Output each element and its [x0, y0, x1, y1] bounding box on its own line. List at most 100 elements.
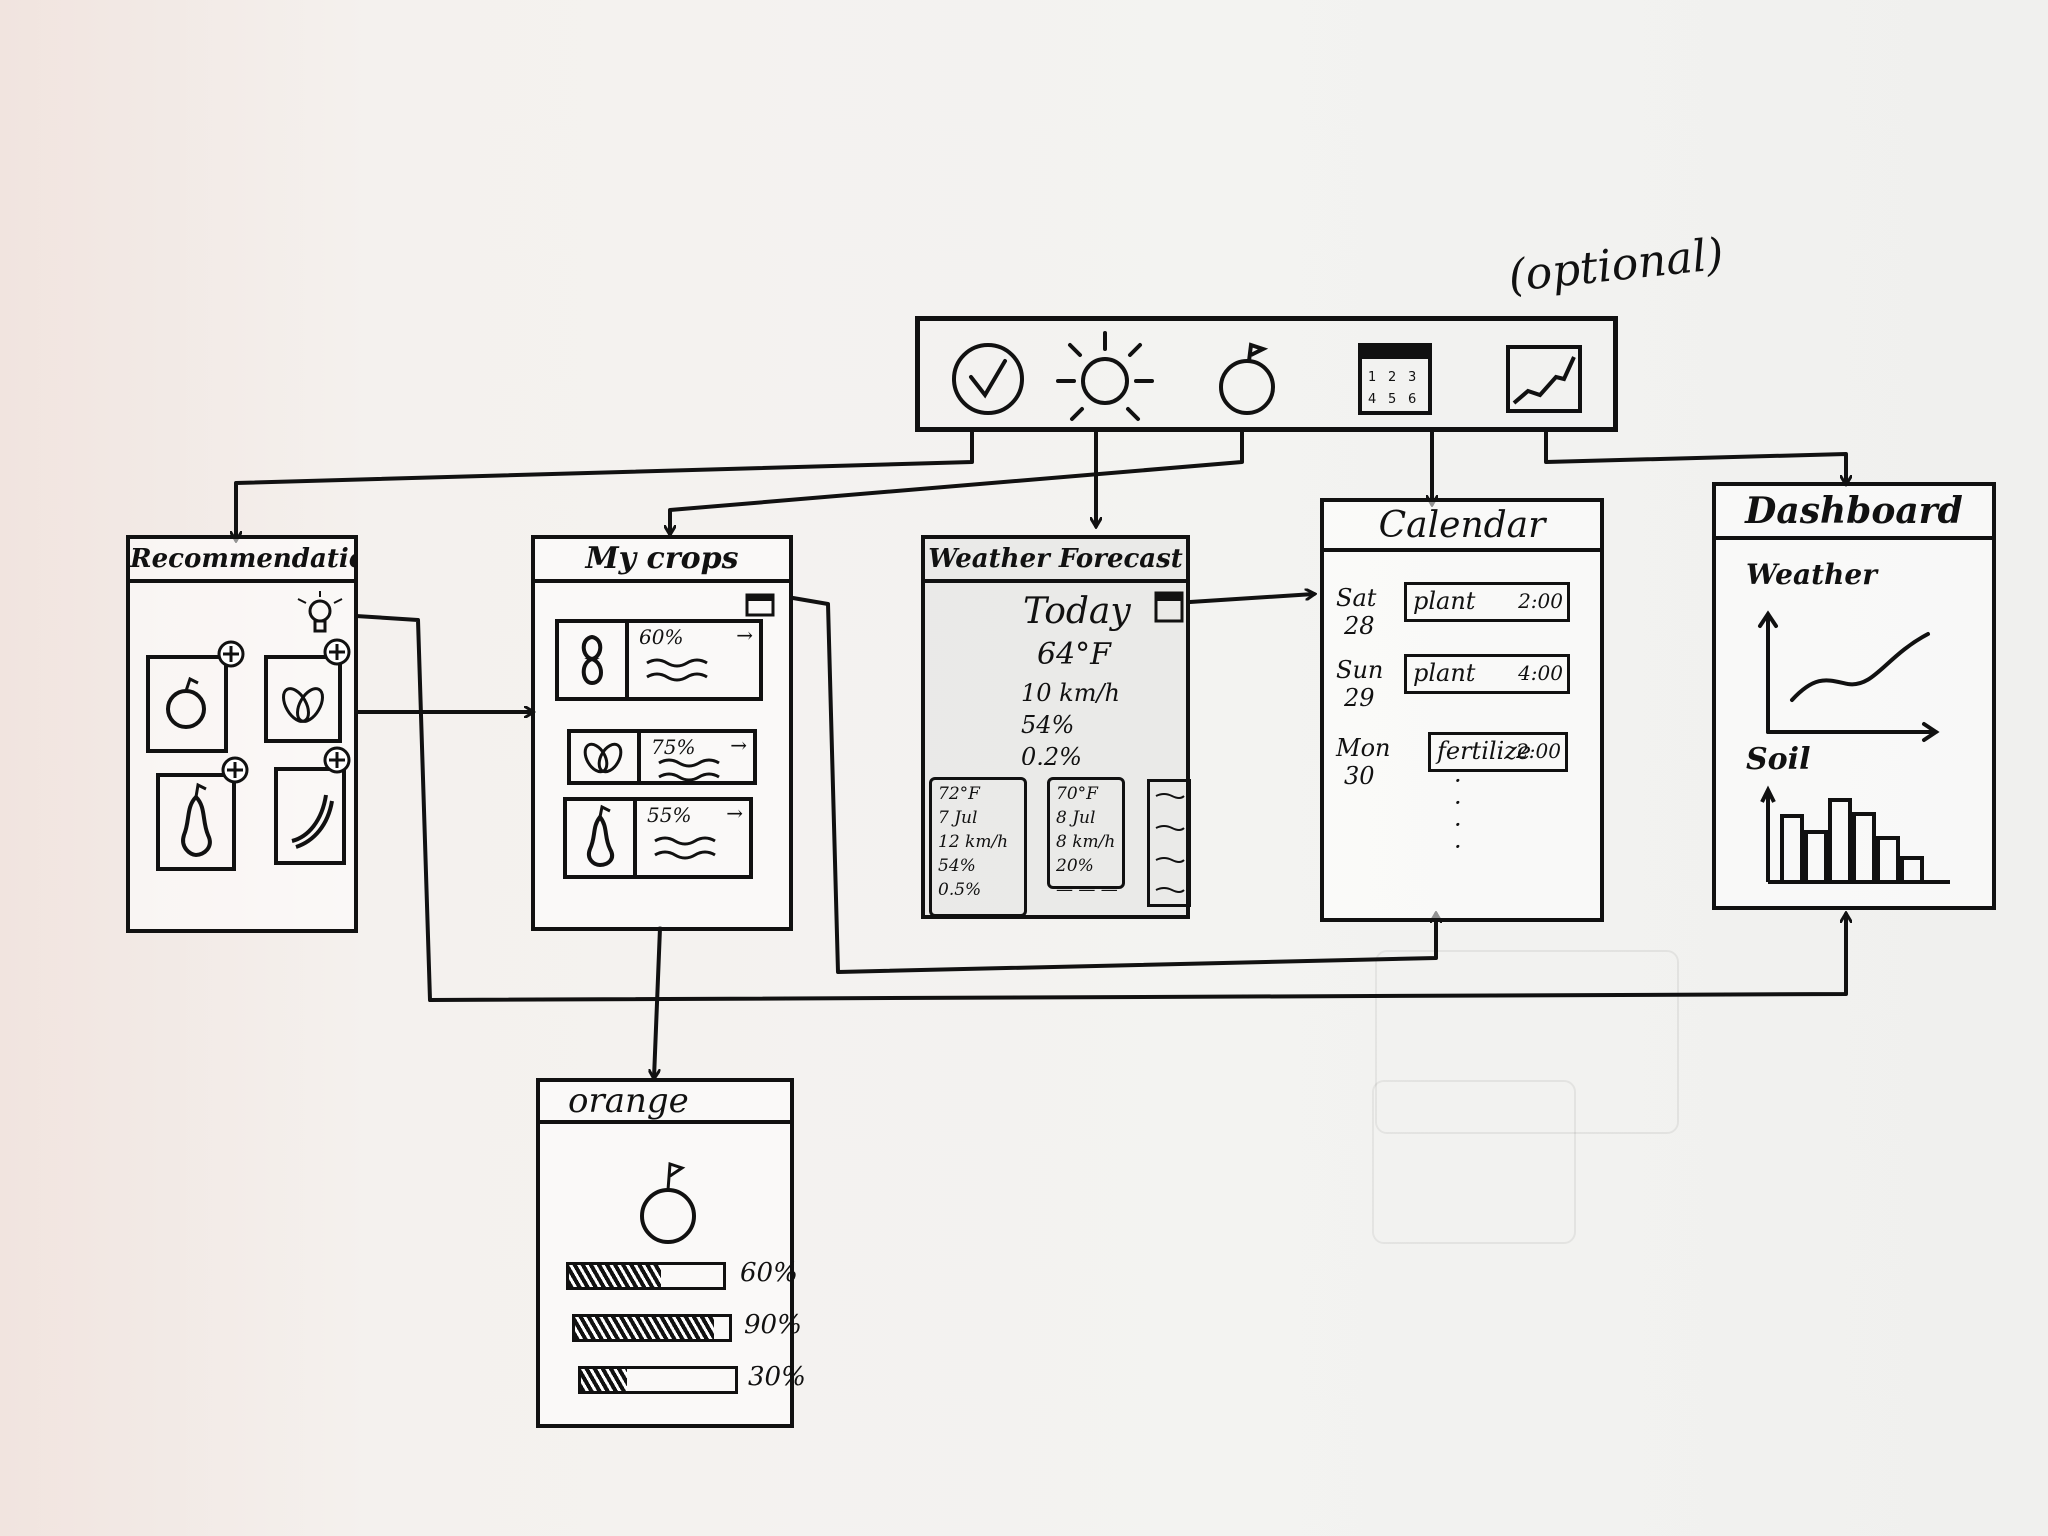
calendar-event-task: plant	[1413, 659, 1476, 687]
recommendation-tile-pear[interactable]	[156, 773, 236, 871]
svg-text:5: 5	[1388, 392, 1396, 407]
calendar-event-task: fertilize	[1437, 737, 1532, 765]
add-icon[interactable]	[322, 637, 352, 667]
leaf-icon	[282, 687, 324, 723]
calendar-event-time: 4:00	[1518, 661, 1563, 685]
progress-bar-label: 90%	[744, 1310, 802, 1340]
orange-icon	[166, 676, 206, 729]
weather-today-humidity: 54%	[1021, 711, 1075, 739]
crop-row[interactable]: 55% →	[563, 797, 753, 879]
my-crops-title: My crops	[535, 539, 789, 583]
weather-day-rain: 0.5%	[938, 880, 982, 900]
weather-day-date: 8 Jul	[1056, 808, 1096, 828]
weather-today-rain: 0.2%	[1021, 743, 1082, 765]
orange-icon	[640, 1161, 696, 1244]
weather-title: Weather Forecast	[925, 539, 1186, 583]
weather-day-card[interactable]	[1147, 779, 1191, 907]
add-icon[interactable]	[322, 745, 352, 775]
crop-progress-value: 60%	[639, 625, 684, 649]
add-icon[interactable]	[220, 755, 250, 785]
lightbulb-icon	[297, 591, 343, 633]
calendar-title: Calendar	[1324, 502, 1600, 552]
weather-today-label: Today	[1023, 591, 1131, 632]
weather-day-wind: 12 km/h	[938, 832, 1009, 852]
dashboard-screen: Dashboard Weather Soil	[1712, 482, 1996, 910]
weather-day-date: 7 Jul	[938, 808, 978, 828]
check-icon[interactable]	[943, 339, 1033, 419]
leaf-icon	[571, 733, 641, 781]
svg-text:2: 2	[1388, 370, 1396, 385]
svg-text:4: 4	[1368, 392, 1376, 407]
calendar-date: 28	[1344, 612, 1375, 640]
wavy-lines	[658, 758, 720, 782]
calendar-icon[interactable]	[1153, 589, 1185, 625]
recommendations-title: Recommendatio	[130, 539, 354, 583]
calendar-day: Sun	[1336, 656, 1384, 684]
recommendation-tile-banana[interactable]	[274, 767, 346, 865]
erased-smudge	[1375, 950, 1679, 1134]
my-crops-screen: My crops 60% → 75% → 55% →	[531, 535, 793, 931]
progress-bar-fill	[581, 1369, 628, 1391]
crop-progress-value: 55%	[647, 803, 692, 827]
progress-bar-fill	[575, 1317, 714, 1339]
wavy-lines	[1155, 793, 1185, 893]
arrow-weather-to-calendar	[1188, 594, 1314, 604]
dashboard-soil-label: Soil	[1746, 742, 1811, 777]
arrow-apple-to-mycrops	[670, 430, 1244, 534]
arrow-right-icon[interactable]: →	[726, 801, 743, 825]
calendar-icon[interactable]	[745, 593, 775, 617]
svg-text:3: 3	[1408, 370, 1416, 385]
orange-icon	[559, 623, 629, 697]
recommendations-screen: Recommendatio	[126, 535, 358, 933]
progress-bar-label: 30%	[748, 1362, 806, 1392]
arrow-recommendations-to-dashboard	[354, 614, 1846, 1002]
add-icon[interactable]	[216, 639, 246, 669]
calendar-event-task: plant	[1413, 587, 1476, 615]
arrow-right-icon[interactable]: →	[730, 733, 747, 757]
soil-bar-chart	[1760, 785, 1950, 884]
calendar-event[interactable]: plant 2:00	[1404, 582, 1570, 622]
wavy-lines	[654, 836, 716, 860]
arrow-mycrops-to-calendar	[791, 596, 1436, 974]
more-dots: ····	[1454, 767, 1462, 861]
progress-bar-fill	[569, 1265, 662, 1287]
progress-bar	[578, 1366, 738, 1394]
recommendation-tile-leaf[interactable]	[264, 655, 342, 743]
orange-title: orange	[540, 1082, 790, 1124]
erased-smudge	[1372, 1080, 1576, 1244]
dashboard-title: Dashboard	[1716, 486, 1992, 540]
recommendation-tile-orange[interactable]	[146, 655, 228, 753]
weather-line-chart	[1758, 610, 1940, 742]
calendar-day: Mon	[1336, 734, 1391, 762]
calendar-event-time: 2:00	[1516, 739, 1561, 763]
weather-day-wind: 8 km/h	[1056, 832, 1116, 852]
crop-row[interactable]: 75% →	[567, 729, 757, 785]
crop-progress-value: 75%	[651, 735, 696, 759]
apple-icon[interactable]	[1205, 339, 1295, 419]
weather-day-rain: — — —	[1056, 880, 1118, 900]
sun-icon[interactable]	[1050, 329, 1160, 429]
pear-icon	[181, 782, 212, 858]
pear-icon	[567, 801, 637, 875]
dashboard-weather-label: Weather	[1746, 558, 1877, 591]
weather-day-humidity: 20%	[1056, 856, 1094, 876]
calendar-event[interactable]: plant 4:00	[1404, 654, 1570, 694]
wavy-lines	[646, 658, 708, 682]
crop-row[interactable]: 60% →	[555, 619, 763, 701]
arrow-right-icon[interactable]: →	[736, 623, 753, 647]
arrow-check-to-recommendations	[236, 430, 974, 540]
svg-text:1: 1	[1368, 370, 1376, 385]
weather-forecast-screen: Weather Forecast Today 64°F 10 km/h 54% …	[921, 535, 1191, 919]
svg-text:6: 6	[1408, 392, 1416, 407]
calendar-event-time: 2:00	[1518, 589, 1563, 613]
calendar-date: 29	[1344, 684, 1375, 712]
weather-today-temp: 64°F	[1037, 637, 1111, 672]
progress-bar-label: 60%	[740, 1258, 798, 1288]
chart-icon[interactable]	[1500, 339, 1590, 419]
